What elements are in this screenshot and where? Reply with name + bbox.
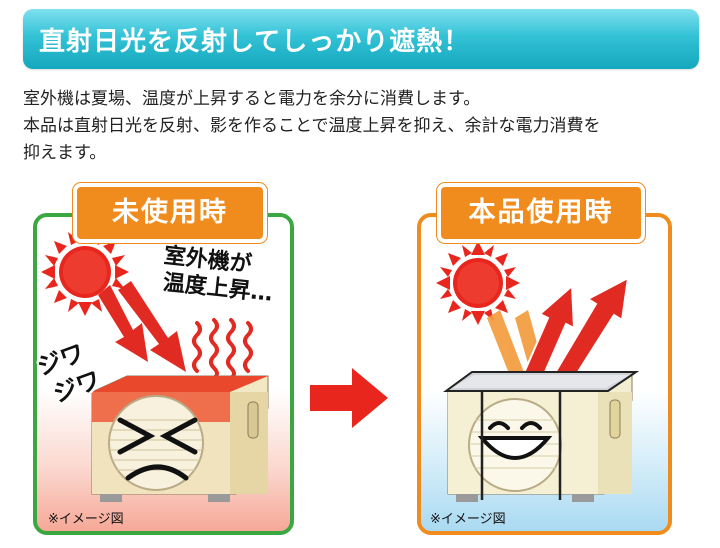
sun-icon <box>436 241 520 325</box>
outdoor-ac-unit-icon <box>91 375 269 502</box>
description-line-1: 室外機は夏場、温度が上昇すると電力を余分に消費します。 <box>23 89 481 109</box>
cover-straps <box>480 391 562 500</box>
outdoor-ac-unit-icon <box>442 371 640 502</box>
distressed-face <box>117 417 198 481</box>
description-line-3: 抑えます。 <box>23 143 107 163</box>
after-image-note: ※イメージ図 <box>430 512 506 527</box>
title-banner: 直射日光を反射してしっかり遮熱！ <box>23 9 699 69</box>
after-label: 本品使用時 <box>437 183 645 243</box>
heat-waves-icon <box>192 318 253 380</box>
sunlight-arrows <box>98 281 186 372</box>
happy-face <box>477 421 553 460</box>
before-label: 未使用時 <box>73 183 267 243</box>
right-arrow-icon <box>310 368 388 428</box>
page-title: 直射日光を反射してしっかり遮熱！ <box>39 27 471 57</box>
description-line-2: 本品は直射日光を反射、影を作ることで温度上昇を抑え、余計な電力消費を <box>23 116 601 136</box>
before-image-note: ※イメージ図 <box>48 512 124 527</box>
